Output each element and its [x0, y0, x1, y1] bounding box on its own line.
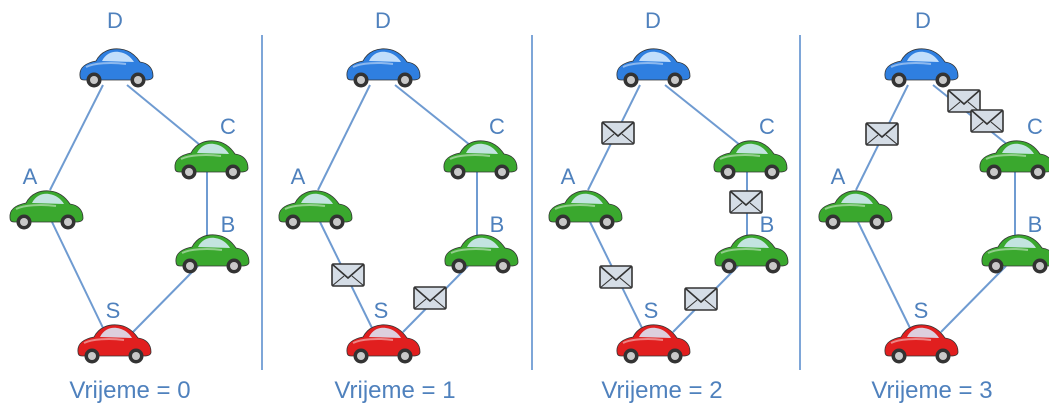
edge-b-s: [940, 265, 1007, 333]
car-b: [174, 233, 250, 275]
edge-a-s: [857, 221, 912, 331]
car-s: [345, 323, 421, 365]
panel-time-1: D C A B S Vrijeme = 1: [277, 8, 519, 404]
message-envelope-icon: [599, 265, 633, 289]
car-d: [883, 47, 959, 89]
node-label-s: S: [106, 298, 121, 323]
message-envelope-icon: [729, 190, 763, 214]
car-b: [443, 233, 519, 275]
node-label-s: S: [374, 298, 389, 323]
message-envelope-icon: [947, 89, 981, 113]
node-label-b: B: [760, 212, 775, 237]
time-label: Vrijeme = 2: [601, 377, 722, 404]
car-c: [173, 139, 249, 181]
edge-b-s: [132, 265, 199, 333]
node-label-b: B: [221, 212, 236, 237]
car-a: [547, 189, 623, 231]
panel-time-3: D C A B S Vrijeme = 3: [817, 8, 1049, 404]
panel-time-2: D C A B S Vrijeme = 2: [547, 8, 789, 404]
panel-time-0: D C A B S Vrijeme = 0: [8, 8, 250, 404]
edge-d-a: [49, 84, 104, 191]
edge-d-c: [126, 84, 201, 146]
car-d: [78, 47, 154, 89]
car-d: [345, 47, 421, 89]
car-b: [713, 233, 789, 275]
edge-d-c: [394, 84, 471, 146]
time-label: Vrijeme = 1: [334, 377, 455, 404]
node-label-s: S: [644, 298, 659, 323]
message-envelope-icon: [331, 263, 365, 287]
node-label-a: A: [561, 164, 576, 189]
node-label-d: D: [915, 8, 931, 33]
car-c: [712, 139, 788, 181]
car-d: [615, 47, 691, 89]
car-b: [980, 233, 1049, 275]
message-envelope-icon: [684, 287, 718, 311]
edge-d-c: [664, 84, 741, 146]
car-s: [76, 323, 152, 365]
node-label-c: C: [1027, 114, 1043, 139]
node-label-a: A: [831, 164, 846, 189]
car-a: [277, 189, 353, 231]
car-a: [8, 189, 84, 231]
node-label-b: B: [490, 212, 505, 237]
message-envelope-icon: [601, 121, 635, 145]
message-envelope-icon: [413, 286, 447, 310]
node-label-d: D: [375, 8, 391, 33]
car-s: [615, 323, 691, 365]
node-label-b: B: [1028, 212, 1043, 237]
node-label-a: A: [291, 164, 306, 189]
message-envelope-icon: [865, 122, 899, 146]
node-label-c: C: [759, 114, 775, 139]
edge-d-a: [317, 84, 371, 191]
node-label-d: D: [645, 8, 661, 33]
node-label-c: C: [489, 114, 505, 139]
car-c: [442, 139, 518, 181]
node-label-d: D: [107, 8, 123, 33]
car-s: [883, 323, 959, 365]
node-label-s: S: [914, 298, 929, 323]
car-a: [817, 189, 893, 231]
time-label: Vrijeme = 3: [871, 377, 992, 404]
node-label-a: A: [23, 164, 38, 189]
message-envelope-icon: [970, 109, 1004, 133]
edge-a-s: [51, 221, 105, 331]
time-label: Vrijeme = 0: [69, 377, 190, 404]
node-label-c: C: [220, 114, 236, 139]
